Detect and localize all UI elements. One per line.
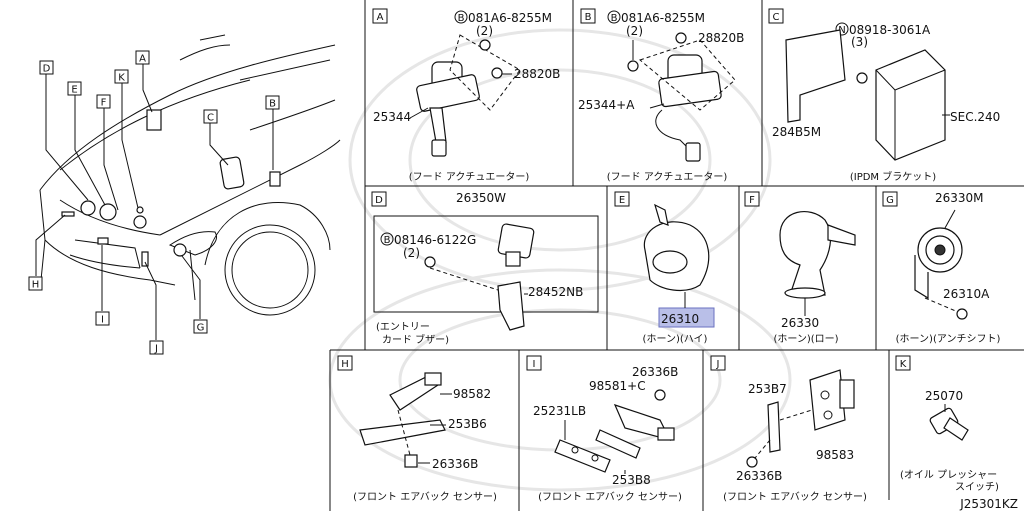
part-number: 26336B xyxy=(432,457,478,471)
panel-k-caption-2: スイッチ) xyxy=(955,481,999,493)
svg-text:D: D xyxy=(43,64,51,75)
part-number: 28820B xyxy=(698,31,744,45)
panel-h-caption: (フロント エアバック センサー) xyxy=(353,491,497,503)
part-number: 08146-6122G xyxy=(394,233,476,247)
callout-i[interactable]: I xyxy=(95,311,110,326)
svg-text:B: B xyxy=(269,99,276,110)
panel-h-letter: H xyxy=(341,359,349,370)
svg-text:B: B xyxy=(458,13,465,24)
svg-text:B: B xyxy=(384,235,391,246)
part-qty: (3) xyxy=(851,35,868,49)
part-number: 26330M xyxy=(935,191,984,205)
part-number: 98583 xyxy=(816,448,854,462)
svg-text:H: H xyxy=(32,280,40,291)
callout-d[interactable]: D xyxy=(39,60,54,75)
panel-j-letter: J xyxy=(716,359,720,370)
panel-g: G 26330M 26310A (ホーン)(アンチシフト) xyxy=(882,191,1001,345)
diagram-code: J25301KZ xyxy=(959,497,1018,511)
panel-d-caption-2: カード ブザー) xyxy=(382,333,449,346)
part-number: SEC.240 xyxy=(950,110,1000,124)
panel-k: K 25070 (オイル プレッシャー スイッチ) xyxy=(895,355,999,493)
panel-grid xyxy=(329,0,1024,511)
panel-f-caption: (ホーン)(ロー) xyxy=(773,333,838,345)
part-number: 28820B xyxy=(514,67,560,81)
part-qty: (2) xyxy=(403,246,420,260)
part-number: 081A6-8255M xyxy=(621,11,705,25)
panel-g-letter: G xyxy=(886,195,894,206)
callout-h[interactable]: H xyxy=(28,276,43,291)
callout-j[interactable]: J xyxy=(149,340,164,355)
panel-j: J 253B7 26336B 98583 (フロント エアバック センサー) xyxy=(710,355,867,503)
part-number: 081A6-8255M xyxy=(468,11,552,25)
panel-f-letter: F xyxy=(749,195,755,206)
panel-g-caption: (ホーン)(アンチシフト) xyxy=(896,333,1001,345)
panel-k-caption-1: (オイル プレッシャー xyxy=(900,469,997,481)
part-qty: (2) xyxy=(626,24,643,38)
overview-callouts: D E F K A C B H I J G xyxy=(28,50,280,355)
callout-g[interactable]: G xyxy=(193,319,208,334)
vehicle-overview xyxy=(35,34,341,340)
part-number: 26336B xyxy=(736,469,782,483)
part-number: 25070 xyxy=(925,389,963,403)
panel-f: F 26330 (ホーン)(ロー) xyxy=(744,191,856,345)
panel-i-caption: (フロント エアバック センサー) xyxy=(538,491,682,503)
panel-j-caption: (フロント エアバック センサー) xyxy=(723,491,867,503)
panel-e: E 26310 (ホーン)(ハイ) xyxy=(614,191,715,345)
svg-text:I: I xyxy=(101,315,104,326)
part-number: 25344+A xyxy=(578,98,635,112)
part-number: 98582 xyxy=(453,387,491,401)
svg-text:F: F xyxy=(101,98,107,109)
part-number: 98581+C xyxy=(589,379,646,393)
watermark xyxy=(328,28,792,492)
callout-e[interactable]: E xyxy=(67,81,82,96)
svg-text:A: A xyxy=(139,54,146,65)
svg-text:J: J xyxy=(154,344,158,355)
panel-b: B B 081A6-8255M (2) 28820B 25344+A (フード … xyxy=(578,8,744,183)
panel-b-letter: B xyxy=(585,12,592,23)
svg-text:E: E xyxy=(71,85,77,96)
svg-text:N: N xyxy=(838,25,845,36)
part-number: 253B7 xyxy=(748,382,787,396)
panel-e-caption: (ホーン)(ハイ) xyxy=(643,333,708,345)
part-number: 25344 xyxy=(373,110,411,124)
panel-k-letter: K xyxy=(900,359,907,370)
svg-text:K: K xyxy=(118,73,125,84)
panel-c-letter: C xyxy=(773,12,780,23)
panel-a: A B 081A6-8255M (2) 28820B 25344 (フード アク… xyxy=(372,8,560,183)
callout-f[interactable]: F xyxy=(96,94,111,109)
panel-e-letter: E xyxy=(619,195,625,206)
panel-i: I 26336B 98581+C 25231LB 253B8 (フロント エアバ… xyxy=(526,355,682,503)
panel-i-letter: I xyxy=(533,359,536,370)
svg-text:C: C xyxy=(207,113,214,124)
panel-d-caption-1: (エントリー xyxy=(376,322,430,333)
callout-a[interactable]: A xyxy=(135,50,150,65)
panel-c: C N 08918-3061A (3) 284B5M SEC.240 (IPDM… xyxy=(768,8,1000,183)
svg-text:B: B xyxy=(611,13,618,24)
part-number: 26350W xyxy=(456,191,506,205)
panel-h: H 98582 253B6 26336B (フロント エアバック センサー) xyxy=(337,355,497,503)
callout-c[interactable]: C xyxy=(203,109,218,124)
panel-d: D 26350W B 08146-6122G (2) 28452NB (エントリ… xyxy=(371,191,599,346)
part-number: 25231LB xyxy=(533,404,586,418)
callout-k[interactable]: K xyxy=(114,69,129,84)
panel-a-caption: (フード アクチュエーター) xyxy=(409,171,530,183)
panel-a-letter: A xyxy=(377,12,384,23)
part-number: 26330 xyxy=(781,316,819,330)
part-number: 28452NB xyxy=(528,285,583,299)
part-number: 253B8 xyxy=(612,473,651,487)
part-number: 284B5M xyxy=(772,125,821,139)
part-number: 26310 xyxy=(661,312,699,326)
part-number: 08918-3061A xyxy=(849,23,931,37)
part-number: 253B6 xyxy=(448,417,487,431)
panel-c-caption: (IPDM ブラケット) xyxy=(850,170,936,183)
part-number: 26310A xyxy=(943,287,990,301)
callout-b[interactable]: B xyxy=(265,95,280,110)
part-qty: (2) xyxy=(476,24,493,38)
highlighted-part[interactable] xyxy=(658,307,715,328)
svg-text:G: G xyxy=(197,323,205,334)
panel-b-caption: (フード アクチュエーター) xyxy=(607,171,728,183)
panel-d-letter: D xyxy=(375,195,383,206)
part-number: 26336B xyxy=(632,365,678,379)
